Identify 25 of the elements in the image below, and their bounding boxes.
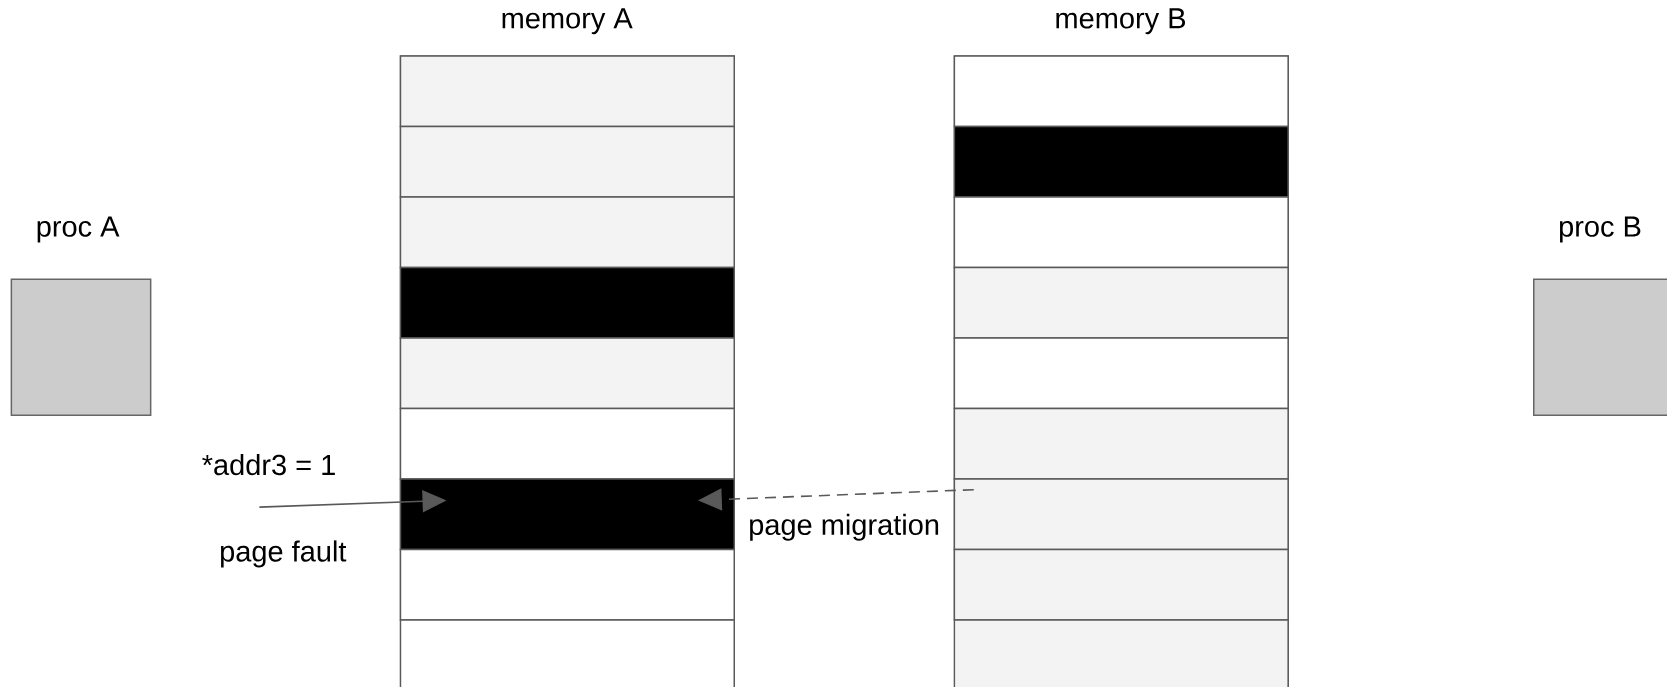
memory-page (953, 548, 1289, 621)
memory-page (953, 196, 1289, 269)
memory-page (953, 337, 1289, 410)
column-heading: memory B (1056, 8, 1185, 35)
memory-page (399, 266, 735, 339)
memory-page (953, 407, 1289, 480)
memory-page (953, 619, 1289, 687)
memory-page (399, 125, 735, 198)
memory-page (953, 55, 1289, 128)
code-label: *addr3 = 1 (202, 453, 335, 476)
memory-page (399, 407, 735, 480)
column-heading: memory A (502, 8, 633, 35)
memory-page (399, 619, 735, 687)
memory-page (399, 478, 735, 551)
edge-label: page migration (746, 511, 943, 543)
edge-label: page fault (217, 538, 349, 570)
memory-page (399, 337, 735, 410)
process-label: proc B (1559, 216, 1641, 243)
process-label: proc A (37, 216, 120, 243)
memory-page (399, 548, 735, 621)
memory-page (953, 478, 1289, 551)
memory-page (953, 266, 1289, 339)
memory-page (399, 55, 735, 128)
memory-page (953, 125, 1289, 198)
memory-page (399, 196, 735, 269)
